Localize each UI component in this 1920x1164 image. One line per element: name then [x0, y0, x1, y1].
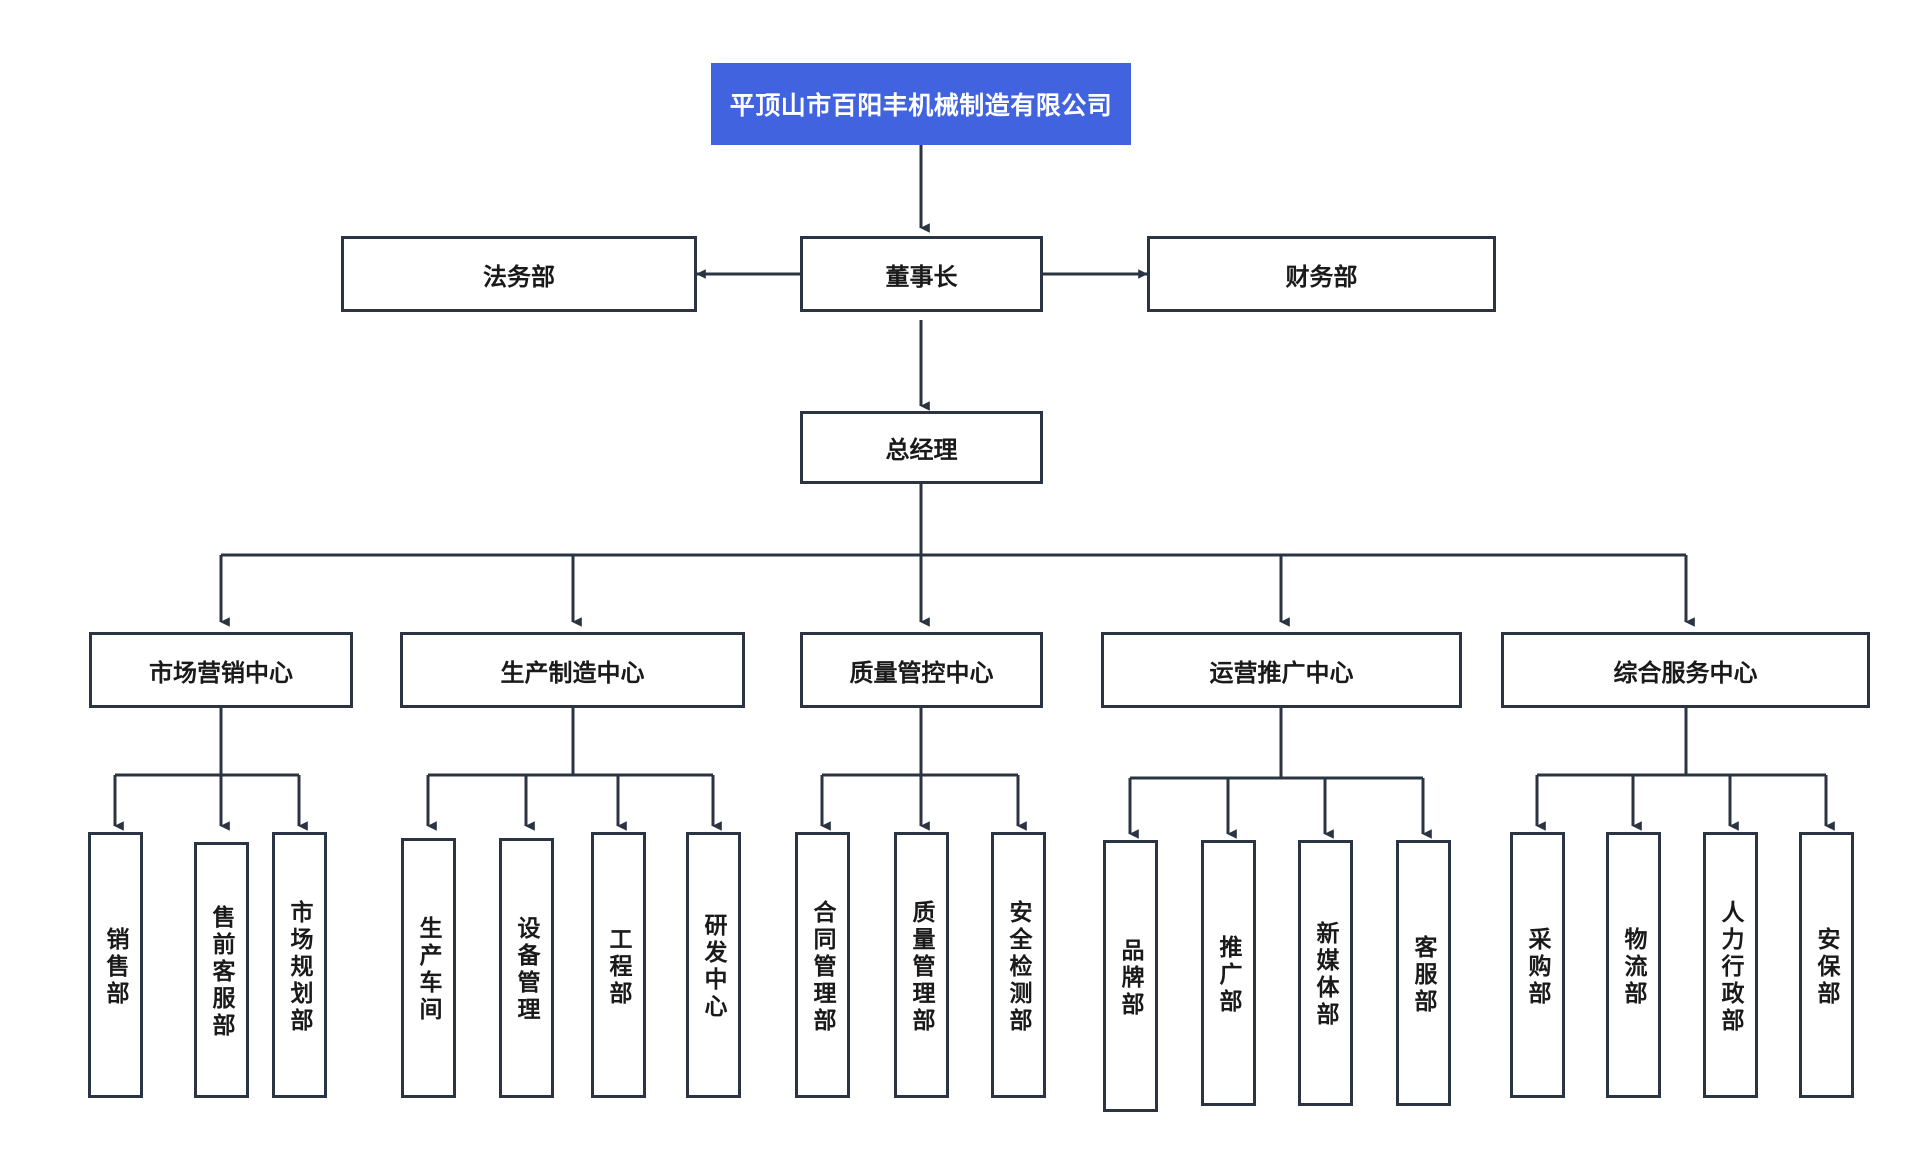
node-dept-promotion[interactable]: 推广部	[1201, 840, 1256, 1106]
node-center-operations[interactable]: 运营推广中心	[1101, 632, 1462, 708]
node-center-quality-label: 质量管控中心	[849, 659, 994, 687]
node-center-manufacturing[interactable]: 生产制造中心	[400, 632, 745, 708]
node-finance-department[interactable]: 财务部	[1147, 236, 1496, 312]
node-dept-brand-label: 品牌部	[1118, 937, 1144, 1019]
node-company-root[interactable]: 平顶山市百阳丰机械制造有限公司	[711, 63, 1131, 145]
node-dept-sales-label: 销售部	[103, 926, 129, 1008]
node-dept-market-planning-label: 市场规划部	[287, 899, 313, 1035]
node-legal-department-label: 法务部	[483, 263, 555, 291]
node-dept-safety-inspection-label: 安全检测部	[1006, 899, 1032, 1035]
node-center-manufacturing-label: 生产制造中心	[500, 659, 645, 687]
node-finance-department-label: 财务部	[1285, 263, 1358, 291]
node-center-operations-label: 运营推广中心	[1209, 659, 1354, 687]
node-dept-safety-inspection[interactable]: 安全检测部	[991, 832, 1046, 1098]
node-dept-engineering[interactable]: 工程部	[591, 832, 646, 1098]
node-dept-rnd-center-label: 研发中心	[701, 913, 727, 1021]
node-dept-quality-management[interactable]: 质量管理部	[894, 832, 949, 1098]
node-dept-presales-service-label: 售前客服部	[209, 904, 235, 1040]
node-dept-hr-administration-label: 人力行政部	[1718, 899, 1744, 1035]
node-dept-presales-service[interactable]: 售前客服部	[194, 842, 249, 1098]
node-center-quality[interactable]: 质量管控中心	[800, 632, 1043, 708]
node-dept-logistics[interactable]: 物流部	[1606, 832, 1661, 1098]
node-center-general-services-label: 综合服务中心	[1613, 659, 1758, 687]
node-dept-production-workshop-label: 生产车间	[416, 916, 442, 1024]
node-dept-contract-management[interactable]: 合同管理部	[795, 832, 850, 1098]
node-center-marketing-label: 市场营销中心	[149, 659, 293, 687]
node-dept-hr-administration[interactable]: 人力行政部	[1703, 832, 1758, 1098]
node-dept-quality-management-label: 质量管理部	[909, 899, 935, 1035]
node-dept-equipment-management[interactable]: 设备管理	[499, 838, 554, 1098]
node-dept-contract-management-label: 合同管理部	[810, 899, 836, 1035]
node-dept-new-media-label: 新媒体部	[1313, 921, 1339, 1029]
node-dept-sales[interactable]: 销售部	[88, 832, 143, 1098]
node-dept-brand[interactable]: 品牌部	[1103, 840, 1158, 1112]
node-general-manager-label: 总经理	[885, 437, 958, 464]
node-dept-procurement[interactable]: 采购部	[1510, 832, 1565, 1098]
node-dept-logistics-label: 物流部	[1621, 926, 1647, 1008]
node-chairman-label: 董事长	[885, 263, 958, 291]
node-dept-production-workshop[interactable]: 生产车间	[401, 838, 456, 1098]
node-dept-customer-service-label: 客服部	[1411, 934, 1437, 1016]
node-dept-security-label: 安保部	[1814, 926, 1840, 1008]
node-chairman[interactable]: 董事长	[800, 236, 1043, 312]
node-dept-rnd-center[interactable]: 研发中心	[686, 832, 741, 1098]
node-dept-new-media[interactable]: 新媒体部	[1298, 840, 1353, 1106]
node-dept-security[interactable]: 安保部	[1799, 832, 1854, 1098]
node-center-marketing[interactable]: 市场营销中心	[89, 632, 353, 708]
node-dept-equipment-management-label: 设备管理	[514, 916, 540, 1024]
node-dept-procurement-label: 采购部	[1525, 926, 1551, 1008]
node-general-manager[interactable]: 总经理	[800, 411, 1043, 484]
node-dept-promotion-label: 推广部	[1216, 934, 1242, 1016]
node-dept-market-planning[interactable]: 市场规划部	[272, 832, 327, 1098]
node-center-general-services[interactable]: 综合服务中心	[1501, 632, 1870, 708]
node-dept-engineering-label: 工程部	[606, 926, 632, 1008]
node-company-root-label: 平顶山市百阳丰机械制造有限公司	[729, 92, 1113, 120]
node-legal-department[interactable]: 法务部	[341, 236, 697, 312]
node-dept-customer-service[interactable]: 客服部	[1396, 840, 1451, 1106]
